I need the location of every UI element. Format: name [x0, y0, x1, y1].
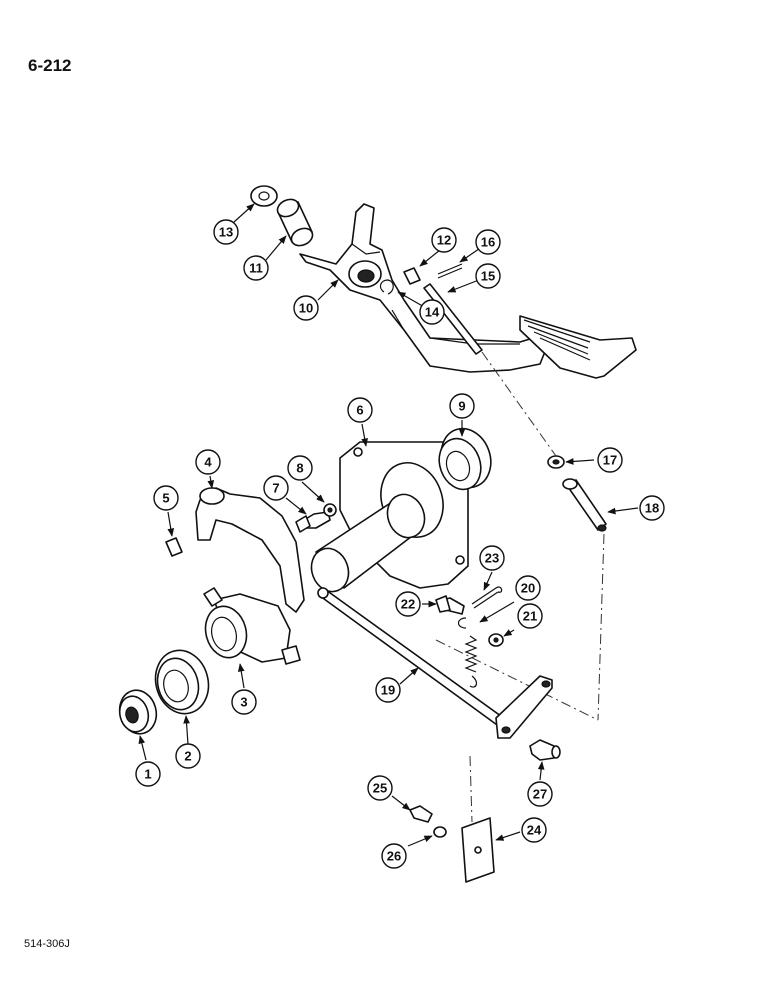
callout-16: 16 [475, 229, 501, 255]
callout-18: 18 [639, 495, 665, 521]
pin-12 [403, 267, 421, 285]
spring-20 [457, 617, 478, 688]
svg-text:13: 13 [219, 225, 233, 240]
washer-13 [250, 185, 278, 207]
bearing-carrier-3 [203, 587, 301, 665]
release-fork-4 [195, 487, 305, 613]
svg-text:27: 27 [533, 787, 547, 802]
cross-shaft-19 [317, 587, 553, 739]
svg-text:19: 19 [381, 683, 395, 698]
cotter-pin-23 [471, 586, 503, 609]
bearing-1 [118, 689, 158, 735]
leader-lines [138, 203, 639, 847]
washer-21 [488, 633, 504, 647]
svg-text:3: 3 [240, 695, 247, 710]
svg-text:5: 5 [162, 491, 169, 506]
callout-20: 20 [515, 575, 541, 601]
callout-12: 12 [431, 227, 457, 253]
svg-text:8: 8 [296, 461, 303, 476]
svg-text:16: 16 [481, 235, 495, 250]
callout-6: 6 [347, 397, 373, 423]
svg-text:4: 4 [204, 455, 212, 470]
bearing-2 [154, 649, 210, 715]
svg-text:20: 20 [521, 581, 535, 596]
callout-15: 15 [475, 263, 501, 289]
svg-text:26: 26 [387, 849, 401, 864]
callout-14: 14 [419, 299, 445, 325]
callout-10: 10 [293, 295, 319, 321]
callout-27: 27 [527, 781, 553, 807]
svg-text:23: 23 [485, 551, 499, 566]
nut-17 [547, 455, 565, 469]
svg-text:12: 12 [437, 233, 451, 248]
svg-text:11: 11 [249, 261, 263, 276]
callout-24: 24 [521, 817, 547, 843]
pedal-pad [519, 315, 637, 379]
callout-1: 1 [135, 761, 161, 787]
svg-text:6: 6 [356, 403, 363, 418]
seal-9 [438, 427, 492, 491]
page-number: 6-212 [28, 56, 72, 75]
callout-21: 21 [517, 603, 543, 629]
callout-7: 7 [263, 475, 289, 501]
bushing-11 [276, 198, 314, 247]
svg-text:10: 10 [299, 301, 313, 316]
svg-text:21: 21 [523, 609, 537, 624]
bolt-7 [295, 511, 331, 533]
callout-13: 13 [213, 219, 239, 245]
bolt-25 [409, 805, 433, 823]
clip-14 [379, 279, 394, 295]
grease-fitting-27 [529, 739, 561, 761]
pedal-arm-10 [299, 203, 549, 373]
callout-23: 23 [479, 545, 505, 571]
callout-22: 22 [395, 591, 421, 617]
callout-4: 4 [195, 449, 221, 475]
callout-25: 25 [367, 775, 393, 801]
callout-26: 26 [381, 843, 407, 869]
callout-8: 8 [287, 455, 313, 481]
svg-text:17: 17 [603, 453, 617, 468]
svg-text:15: 15 [481, 269, 495, 284]
svg-text:14: 14 [425, 305, 440, 320]
svg-text:9: 9 [458, 399, 465, 414]
clutch-pedal-assembly [250, 185, 637, 379]
svg-text:24: 24 [527, 823, 542, 838]
linkage-centerlines [435, 351, 605, 823]
svg-text:7: 7 [272, 481, 279, 496]
svg-text:2: 2 [184, 749, 191, 764]
figure-code: 514-306J [24, 938, 70, 950]
svg-text:18: 18 [645, 501, 659, 516]
callout-19: 19 [375, 677, 401, 703]
clevis-18 [562, 478, 607, 532]
svg-text:25: 25 [373, 781, 387, 796]
callout-11: 11 [243, 255, 269, 281]
svg-text:1: 1 [144, 767, 151, 782]
washer-8 [323, 503, 337, 517]
guide-tube-6 [310, 441, 469, 593]
callout-5: 5 [153, 485, 179, 511]
washer-26 [433, 826, 447, 838]
callout-2: 2 [175, 743, 201, 769]
callouts: 1 2 3 4 5 6 7 8 9 10 11 12 13 14 15 16 1… [135, 219, 665, 869]
callout-9: 9 [449, 393, 475, 419]
svg-text:22: 22 [401, 597, 415, 612]
pin-5 [165, 537, 183, 557]
plate-24 [461, 817, 495, 883]
callout-3: 3 [231, 689, 257, 715]
bolt-22 [435, 595, 465, 615]
callout-17: 17 [597, 447, 623, 473]
cotter-pin-16 [437, 263, 463, 279]
